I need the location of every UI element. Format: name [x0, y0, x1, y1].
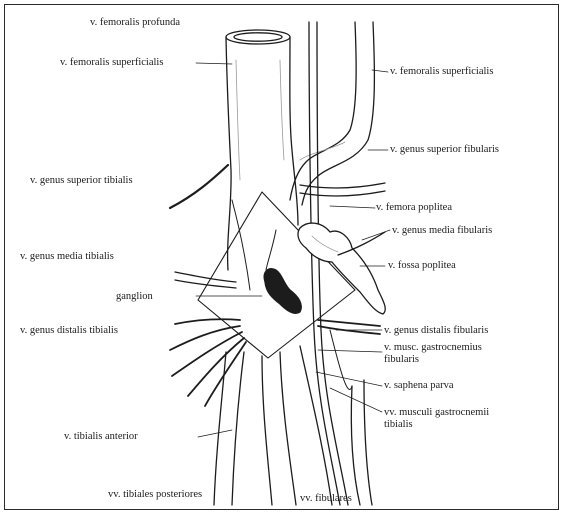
label-musc-gastrocnemius-fibularis-1: v. musc. gastrocnemius: [384, 342, 482, 354]
label-femoralis-superficialis-right: v. femoralis superficialis: [390, 66, 493, 78]
label-genus-media-fibularis: v. genus media fibularis: [392, 225, 492, 237]
branch-genus-distalis-fibularis: [318, 320, 380, 334]
label-genus-media-tibialis: v. genus media tibialis: [20, 251, 114, 263]
leader-lines: [196, 63, 390, 437]
label-femoralis-profunda: v. femoralis profunda: [90, 17, 180, 29]
label-tibiales-posteriores: vv. tibiales posteriores: [108, 489, 202, 501]
right-femoral-vessel: [290, 22, 374, 205]
label-genus-superior-fibularis: v. genus superior fibularis: [390, 144, 499, 156]
label-fossa-poplitea: v. fossa poplitea: [388, 260, 456, 272]
branch-genus-media-tibialis: [175, 272, 236, 288]
label-femoralis-superficialis-left: v. femoralis superficialis: [60, 57, 163, 69]
label-genus-superior-tibialis: v. genus superior tibialis: [30, 175, 133, 187]
ganglion-mass: [264, 269, 301, 314]
label-fibulares: vv. fibulares: [300, 493, 352, 505]
label-genus-distalis-fibularis: v. genus distalis fibularis: [384, 325, 488, 337]
label-genus-distalis-tibialis: v. genus distalis tibialis: [20, 325, 118, 337]
lower-leg-vessels: [214, 330, 372, 505]
label-saphena-parva: v. saphena parva: [384, 380, 454, 392]
branch-genus-distalis-tibialis: [170, 319, 246, 406]
label-musculi-gastrocnemii-2: tibialis: [384, 419, 413, 431]
label-musc-gastrocnemius-fibularis-2: fibularis: [384, 354, 419, 366]
label-femora-poplitea: v. femora poplitea: [376, 202, 452, 214]
label-musculi-gastrocnemii-1: vv. musculi gastrocnemii: [384, 407, 489, 419]
branch-genus-superior-tibialis: [170, 165, 228, 208]
branch-genus-superior-fibularis: [300, 183, 385, 196]
label-ganglion: ganglion: [116, 291, 153, 303]
label-tibialis-anterior: v. tibialis anterior: [64, 431, 138, 443]
